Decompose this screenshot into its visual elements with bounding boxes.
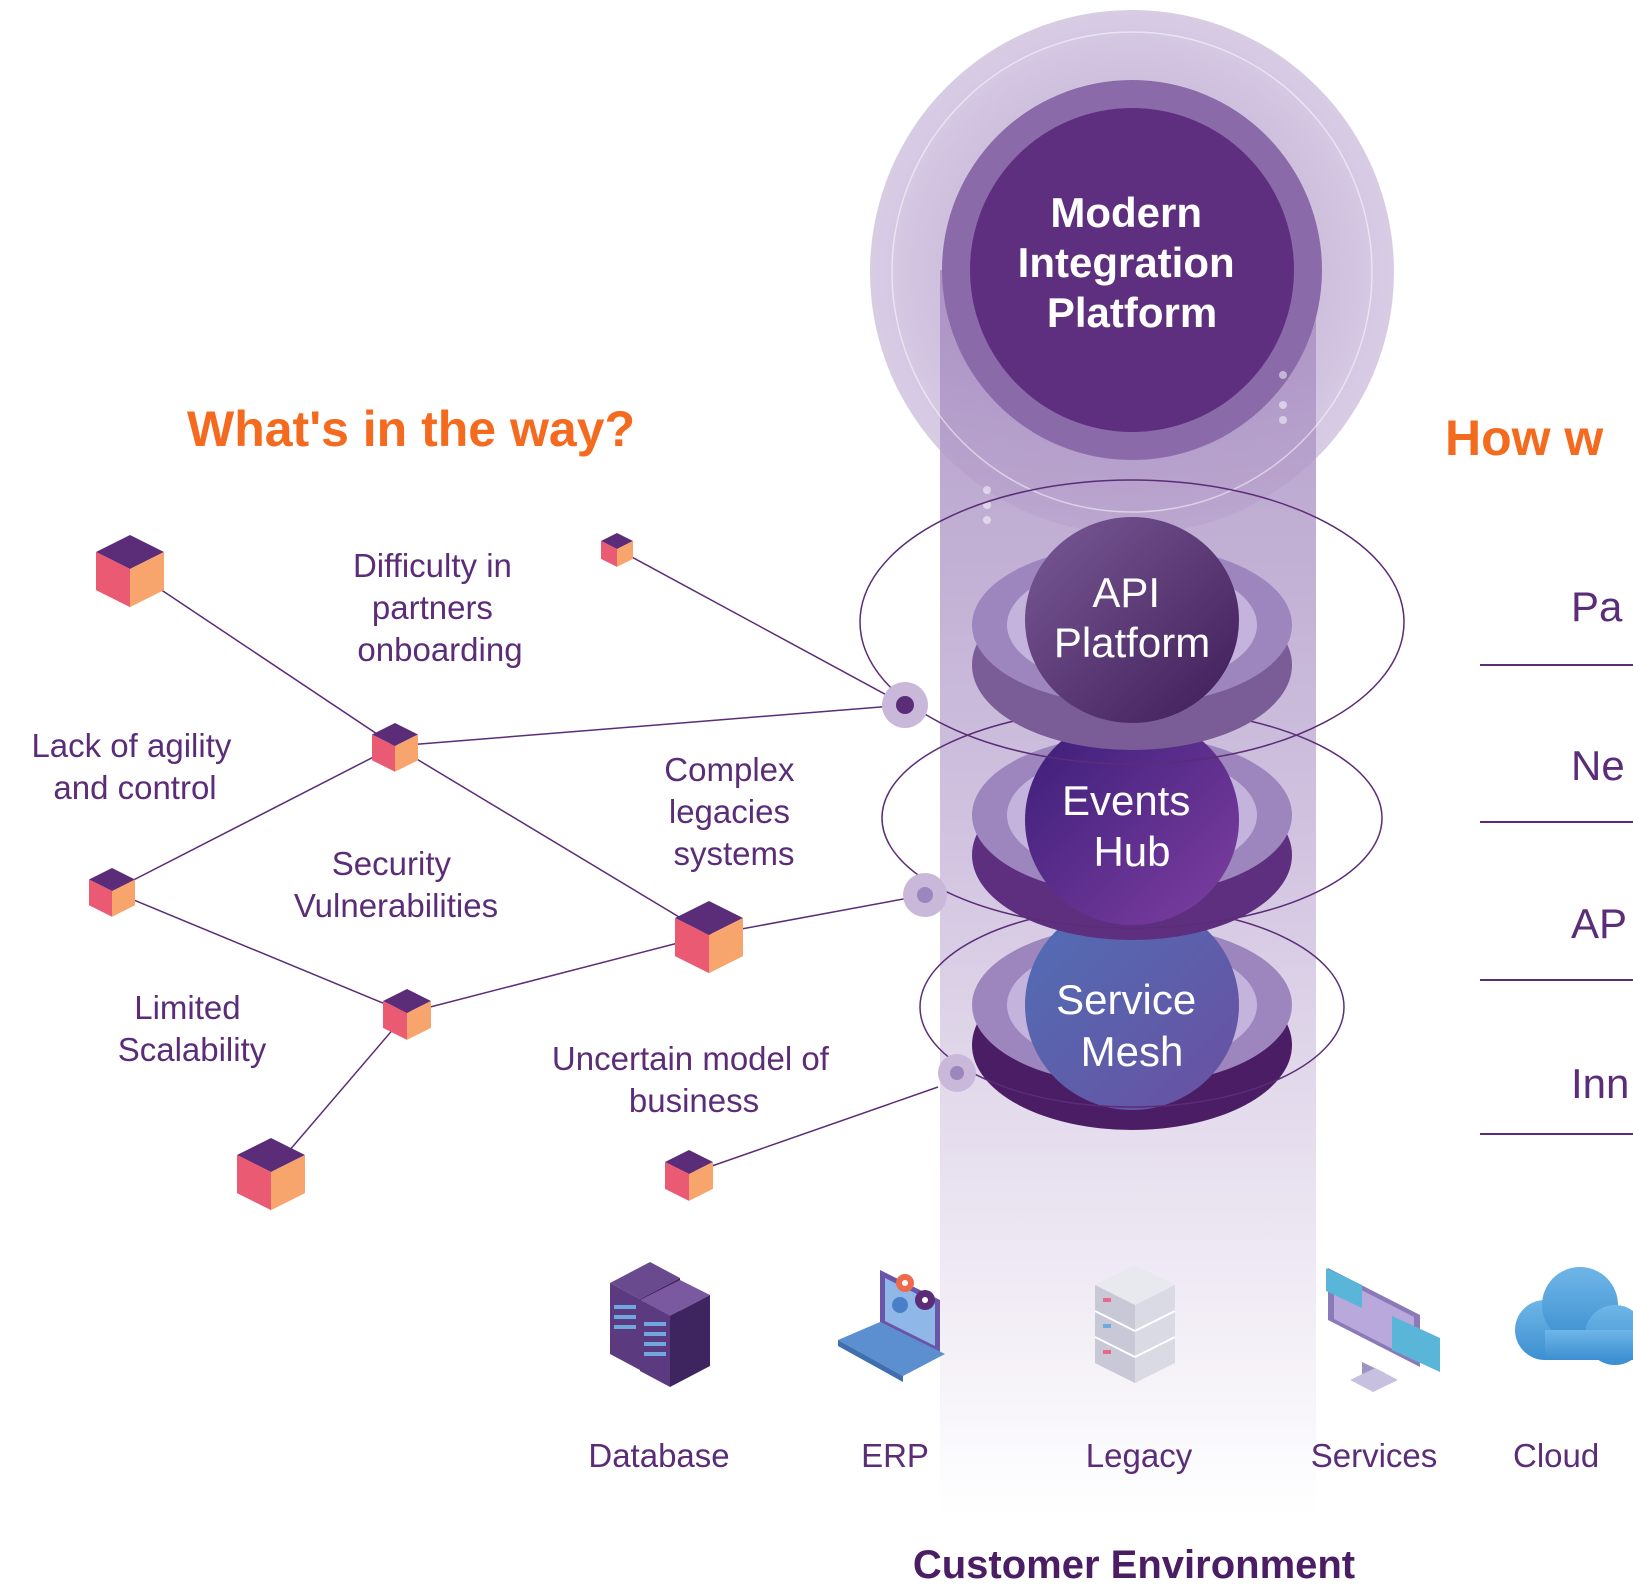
orbit-node-dot [896, 696, 914, 714]
connector [406, 934, 710, 1014]
platform-halo-ring [891, 31, 1373, 513]
right-item-4: Inn [1571, 1060, 1629, 1107]
cube [372, 723, 418, 772]
monitors-icon [1326, 1268, 1440, 1392]
env-label-services: Services [1311, 1437, 1438, 1474]
right-item-3: AP [1571, 900, 1627, 947]
label-uncertain-business: Uncertain model of business [552, 1040, 838, 1119]
orbit-node-dot [950, 1066, 964, 1080]
cube [96, 535, 164, 608]
right-list: Pa Ne AP Inn [1480, 583, 1633, 1135]
connector [394, 745, 710, 936]
connector [111, 745, 396, 892]
obstacle-network [111, 548, 939, 1175]
cubes [89, 533, 743, 1211]
label-security-vulnerabilities: Security Vulnerabilities [294, 845, 498, 924]
service-mesh-layer: Service Mesh [919, 900, 1345, 1130]
env-label-erp: ERP [861, 1437, 929, 1474]
mesh-sphere [1025, 900, 1239, 1110]
events-label: Events Hub [1062, 777, 1202, 875]
connector [616, 548, 906, 706]
deco-dot [1279, 416, 1287, 424]
orbit-node-dot [917, 887, 933, 903]
deco-dot [1279, 401, 1287, 409]
cloud-icon [1515, 1267, 1633, 1365]
cube [665, 1150, 713, 1201]
env-label-cloud: Cloud [1513, 1437, 1599, 1474]
api-orbit [859, 479, 1405, 765]
footer-title: Customer Environment [913, 1543, 1355, 1587]
env-label-database: Database [588, 1437, 729, 1474]
cube [383, 989, 431, 1040]
label-lack-of-agility: Lack of agility and control [31, 727, 240, 806]
deco-dot [1279, 371, 1287, 379]
connector [688, 1086, 939, 1175]
orbit-nodes [882, 682, 976, 1092]
label-limited-scalability: Limited Scalability [118, 989, 267, 1068]
cube [601, 533, 633, 567]
cube [675, 901, 743, 974]
cube [89, 868, 135, 917]
connector [129, 568, 396, 747]
platform-title: Modern Integration Platform [1018, 189, 1247, 336]
laptop-gears-icon [838, 1270, 945, 1382]
platform-core [970, 108, 1294, 432]
deco-dot [983, 516, 991, 524]
label-partners-onboarding: Difficulty in partners onboarding [353, 547, 523, 668]
connector [708, 894, 926, 936]
server-stack-icon [1094, 1265, 1176, 1383]
api-platform-layer: API Platform [859, 479, 1405, 765]
right-item-1: Pa [1571, 583, 1623, 630]
deco-dot [983, 486, 991, 494]
mesh-label: Service Mesh [1056, 976, 1208, 1075]
connector [394, 704, 906, 747]
events-hub-layer: Events Hub [881, 707, 1383, 940]
events-sphere [1025, 715, 1239, 925]
right-item-2: Ne [1571, 742, 1625, 789]
api-sphere [1025, 517, 1239, 723]
right-heading: How w [1445, 410, 1603, 466]
database-icon [610, 1262, 710, 1387]
cube [237, 1138, 305, 1211]
api-label: API Platform [1054, 569, 1210, 666]
connector [270, 1012, 408, 1173]
label-complex-legacies: Complex legacies systems [664, 751, 803, 872]
env-label-legacy: Legacy [1086, 1437, 1193, 1474]
connector [111, 890, 408, 1014]
left-heading: What's in the way? [187, 401, 635, 457]
